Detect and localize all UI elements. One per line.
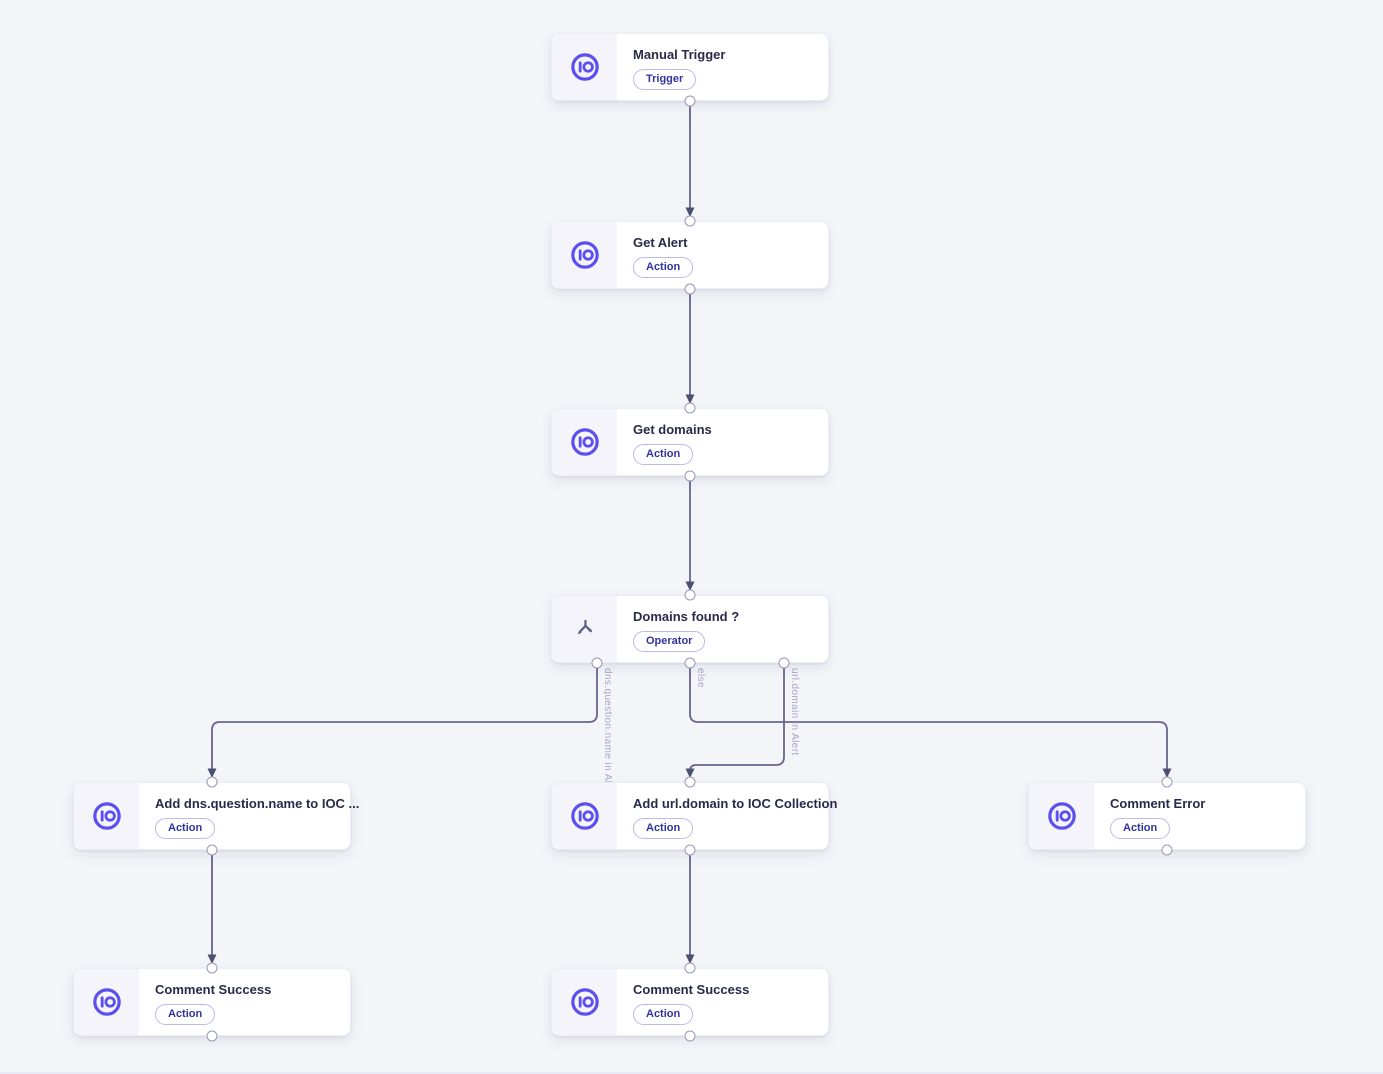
sekoia-io-icon xyxy=(570,988,599,1016)
node-type-badge: Action xyxy=(633,444,694,465)
edge-arrowhead xyxy=(685,954,695,964)
node-icon-panel xyxy=(552,409,617,475)
edge-domains-found-else-to-comment-error xyxy=(689,667,1168,771)
canvas-bottom-divider xyxy=(0,1072,1383,1074)
output-port-comment-success-center[interactable] xyxy=(684,1030,696,1042)
node-icon-panel xyxy=(552,34,617,100)
edge-arrowhead xyxy=(207,954,217,964)
edge-label-domains-found-to-add-url: url.domain in Alert xyxy=(789,668,800,756)
edge-arrowhead xyxy=(207,768,217,778)
output-port-get-domains[interactable] xyxy=(684,470,696,482)
node-type-badge: Action xyxy=(633,257,694,278)
sekoia-io-icon xyxy=(92,802,121,830)
output-port-add-url-domain-to-ioc-collection[interactable] xyxy=(684,844,696,856)
output-port-domains-found[interactable] xyxy=(591,657,603,669)
node-body: Domains found ? Operator xyxy=(617,596,753,662)
node-type-badge: Action xyxy=(155,1004,216,1025)
input-port-add-dns-question-name-to-ioc[interactable] xyxy=(206,776,218,788)
edge-arrowhead xyxy=(685,581,695,591)
sekoia-io-icon xyxy=(570,802,599,830)
node-icon-panel xyxy=(552,222,617,288)
node-domains-found[interactable]: Domains found ? Operator xyxy=(551,595,829,663)
output-port-manual-trigger[interactable] xyxy=(684,95,696,107)
node-add-dns-question-name-to-ioc[interactable]: Add dns.question.name to IOC ... Action xyxy=(73,782,360,850)
edge-domains-found-to-add-dns xyxy=(211,667,598,771)
node-type-badge: Operator xyxy=(633,631,706,652)
node-title: Domains found ? xyxy=(633,609,740,624)
input-port-domains-found[interactable] xyxy=(684,589,696,601)
node-icon-panel xyxy=(552,969,617,1035)
input-port-comment-success-center[interactable] xyxy=(684,962,696,974)
edge-arrowhead xyxy=(685,207,695,217)
node-type-badge: Action xyxy=(1110,818,1171,839)
sekoia-io-icon xyxy=(1047,802,1076,830)
output-port-domains-found[interactable] xyxy=(684,657,696,669)
output-port-add-dns-question-name-to-ioc[interactable] xyxy=(206,844,218,856)
sekoia-io-icon xyxy=(570,428,599,456)
node-title: Get Alert xyxy=(633,235,688,250)
node-icon-panel xyxy=(1029,783,1094,849)
node-type-badge: Action xyxy=(633,818,694,839)
node-title: Add url.domain to IOC Collection xyxy=(633,796,838,811)
output-port-comment-success-left[interactable] xyxy=(206,1030,218,1042)
output-port-domains-found[interactable] xyxy=(778,657,790,669)
node-title: Get domains xyxy=(633,422,712,437)
node-type-badge: Action xyxy=(155,818,216,839)
edge-domains-found-to-add-url xyxy=(689,667,785,772)
sekoia-io-icon xyxy=(92,988,121,1016)
node-title: Comment Success xyxy=(155,982,272,997)
node-icon-panel xyxy=(552,596,617,662)
node-icon-panel xyxy=(74,969,139,1035)
input-port-get-domains[interactable] xyxy=(684,402,696,414)
node-title: Comment Success xyxy=(633,982,750,997)
node-title: Add dns.question.name to IOC ... xyxy=(155,796,360,811)
input-port-add-url-domain-to-ioc-collection[interactable] xyxy=(684,776,696,788)
node-type-badge: Action xyxy=(633,1004,694,1025)
edge-arrowhead xyxy=(1162,768,1172,778)
branch-split-icon xyxy=(577,619,593,634)
node-icon-panel xyxy=(74,783,139,849)
sekoia-io-icon xyxy=(570,53,599,81)
edge-arrowhead xyxy=(685,768,695,778)
output-port-comment-error[interactable] xyxy=(1161,844,1173,856)
edge-arrowhead xyxy=(685,394,695,404)
node-title: Comment Error xyxy=(1110,796,1206,811)
edge-label-domains-found-else-to-comment-error: else xyxy=(695,668,706,688)
node-icon-panel xyxy=(552,783,617,849)
node-type-badge: Trigger xyxy=(633,69,697,90)
output-port-get-alert[interactable] xyxy=(684,283,696,295)
input-port-comment-error[interactable] xyxy=(1161,776,1173,788)
edge-label-domains-found-to-add-dns: dns.question.name in Alert xyxy=(602,668,613,790)
node-body: Add dns.question.name to IOC ... Action xyxy=(139,783,360,849)
input-port-comment-success-left[interactable] xyxy=(206,962,218,974)
node-title: Manual Trigger xyxy=(633,47,726,62)
sekoia-io-icon xyxy=(570,241,599,269)
input-port-get-alert[interactable] xyxy=(684,215,696,227)
